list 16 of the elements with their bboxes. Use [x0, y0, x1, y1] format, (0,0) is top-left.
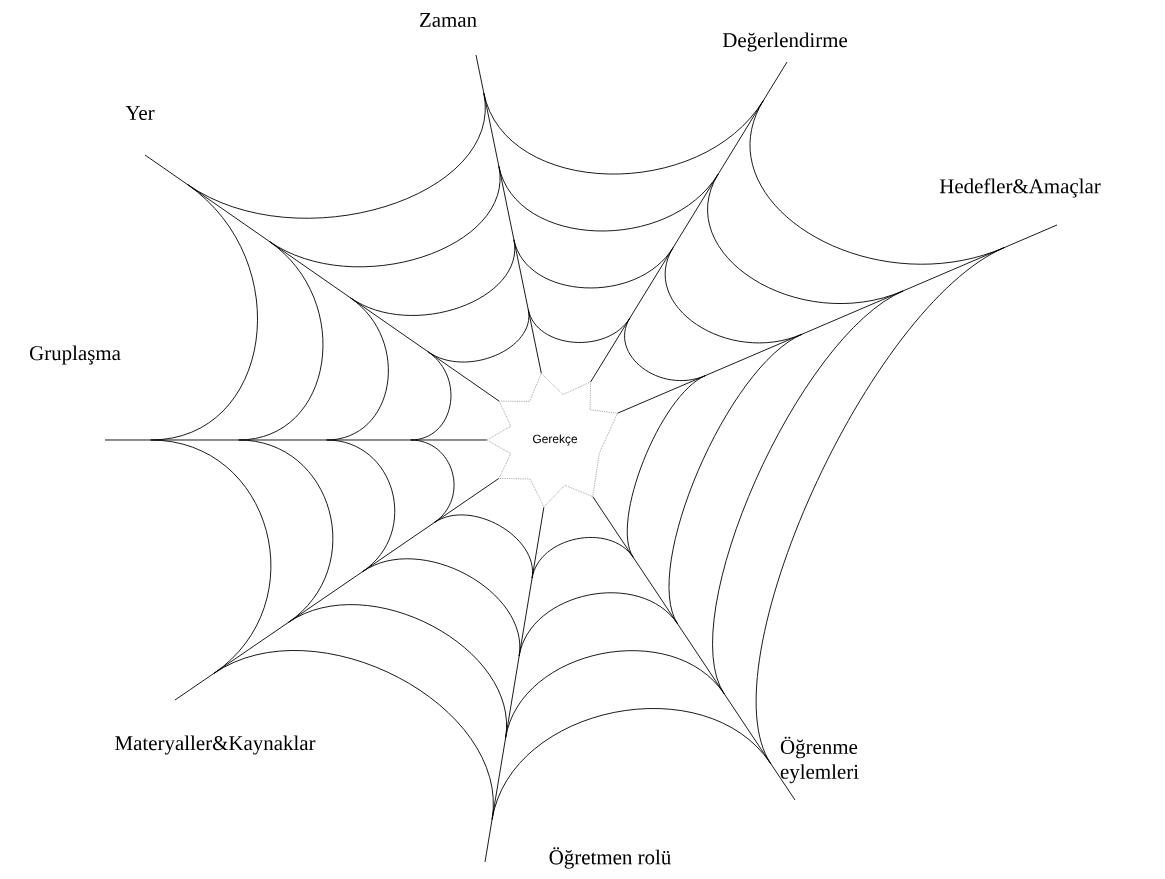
spoke-line [104, 439, 488, 441]
spoke-line [617, 224, 1058, 414]
spoke-line [174, 478, 500, 701]
spoke-label: Yer [125, 106, 155, 120]
spoke-label: Gruplaşma [29, 345, 121, 365]
spoke-line [484, 506, 545, 863]
spoke-label: Değerlendirme [722, 32, 848, 52]
spoke-line [475, 54, 542, 374]
spoke-label: Hedefler&Amaçlar [939, 178, 1101, 198]
spoke-line [144, 154, 500, 402]
spoke-label: Zaman [419, 13, 477, 27]
spoke-label: Materyaller&Kaynaklar [115, 735, 316, 755]
spoke-label: Öğretmen rolü [549, 847, 671, 869]
spoke-line [592, 496, 796, 801]
spoke-label: Öğrenme eylemleri [780, 736, 859, 784]
spoke-line [590, 61, 788, 383]
